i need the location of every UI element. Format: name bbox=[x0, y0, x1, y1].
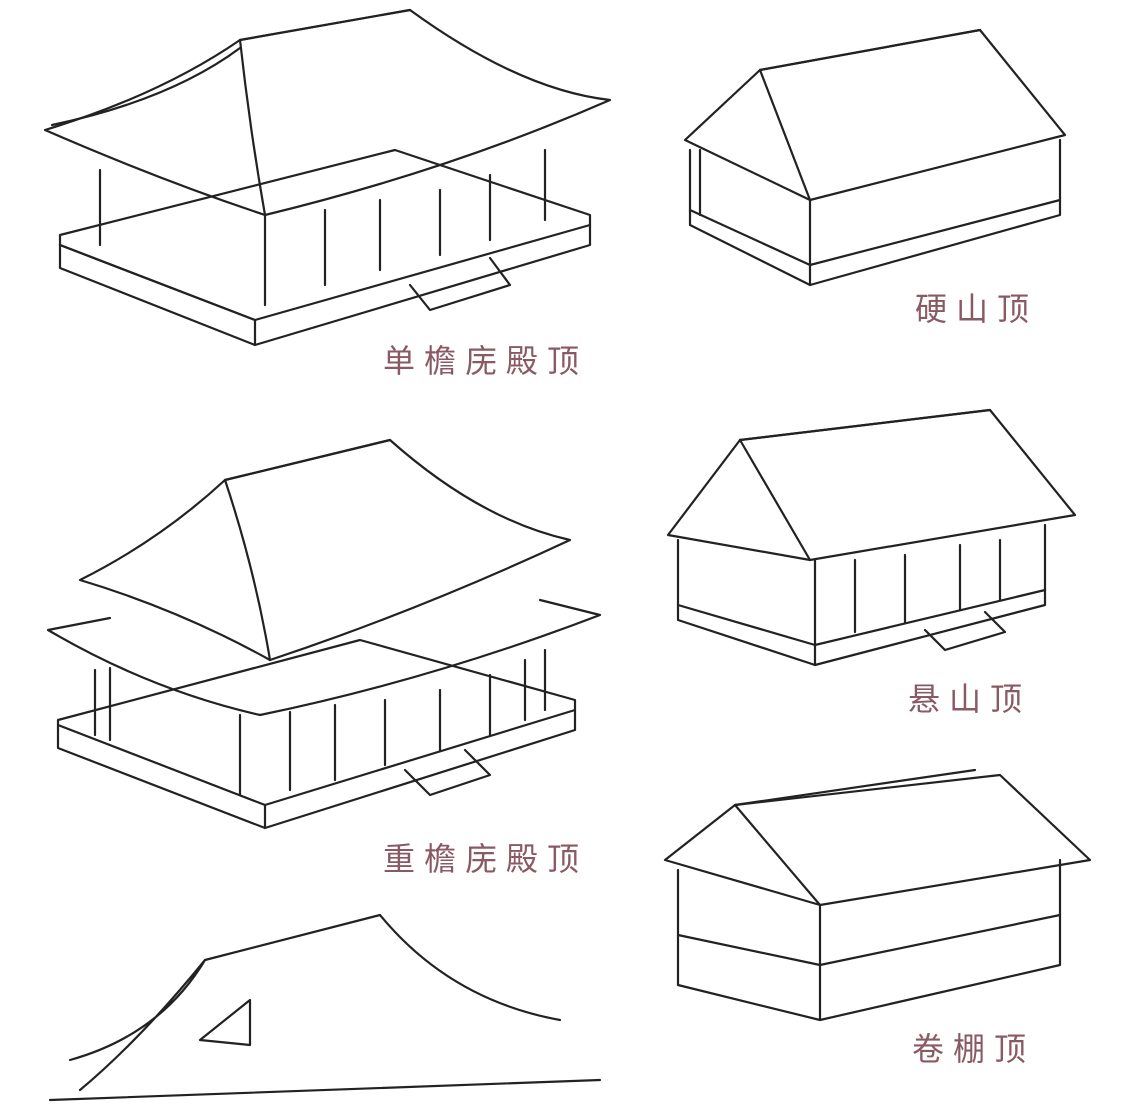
label-overhanging-gable-roof: 悬山顶 bbox=[908, 680, 1032, 718]
label-flush-gable-roof: 硬山顶 bbox=[915, 290, 1039, 328]
overhanging-gable-roof-drawing bbox=[666, 408, 1077, 667]
single-eave-hip-roof-drawing bbox=[43, 8, 612, 347]
flush-gable-roof-drawing bbox=[683, 28, 1067, 287]
hip-gable-roof-drawing bbox=[48, 913, 602, 1102]
double-eave-hip-roof-drawing bbox=[46, 438, 602, 830]
label-rolled-ridge-roof: 卷棚顶 bbox=[912, 1030, 1036, 1068]
rolled-ridge-roof-drawing bbox=[663, 768, 1092, 1022]
label-single-eave-hip-roof: 单檐庑殿顶 bbox=[383, 342, 589, 380]
label-double-eave-hip-roof: 重檐庑殿顶 bbox=[383, 840, 589, 878]
